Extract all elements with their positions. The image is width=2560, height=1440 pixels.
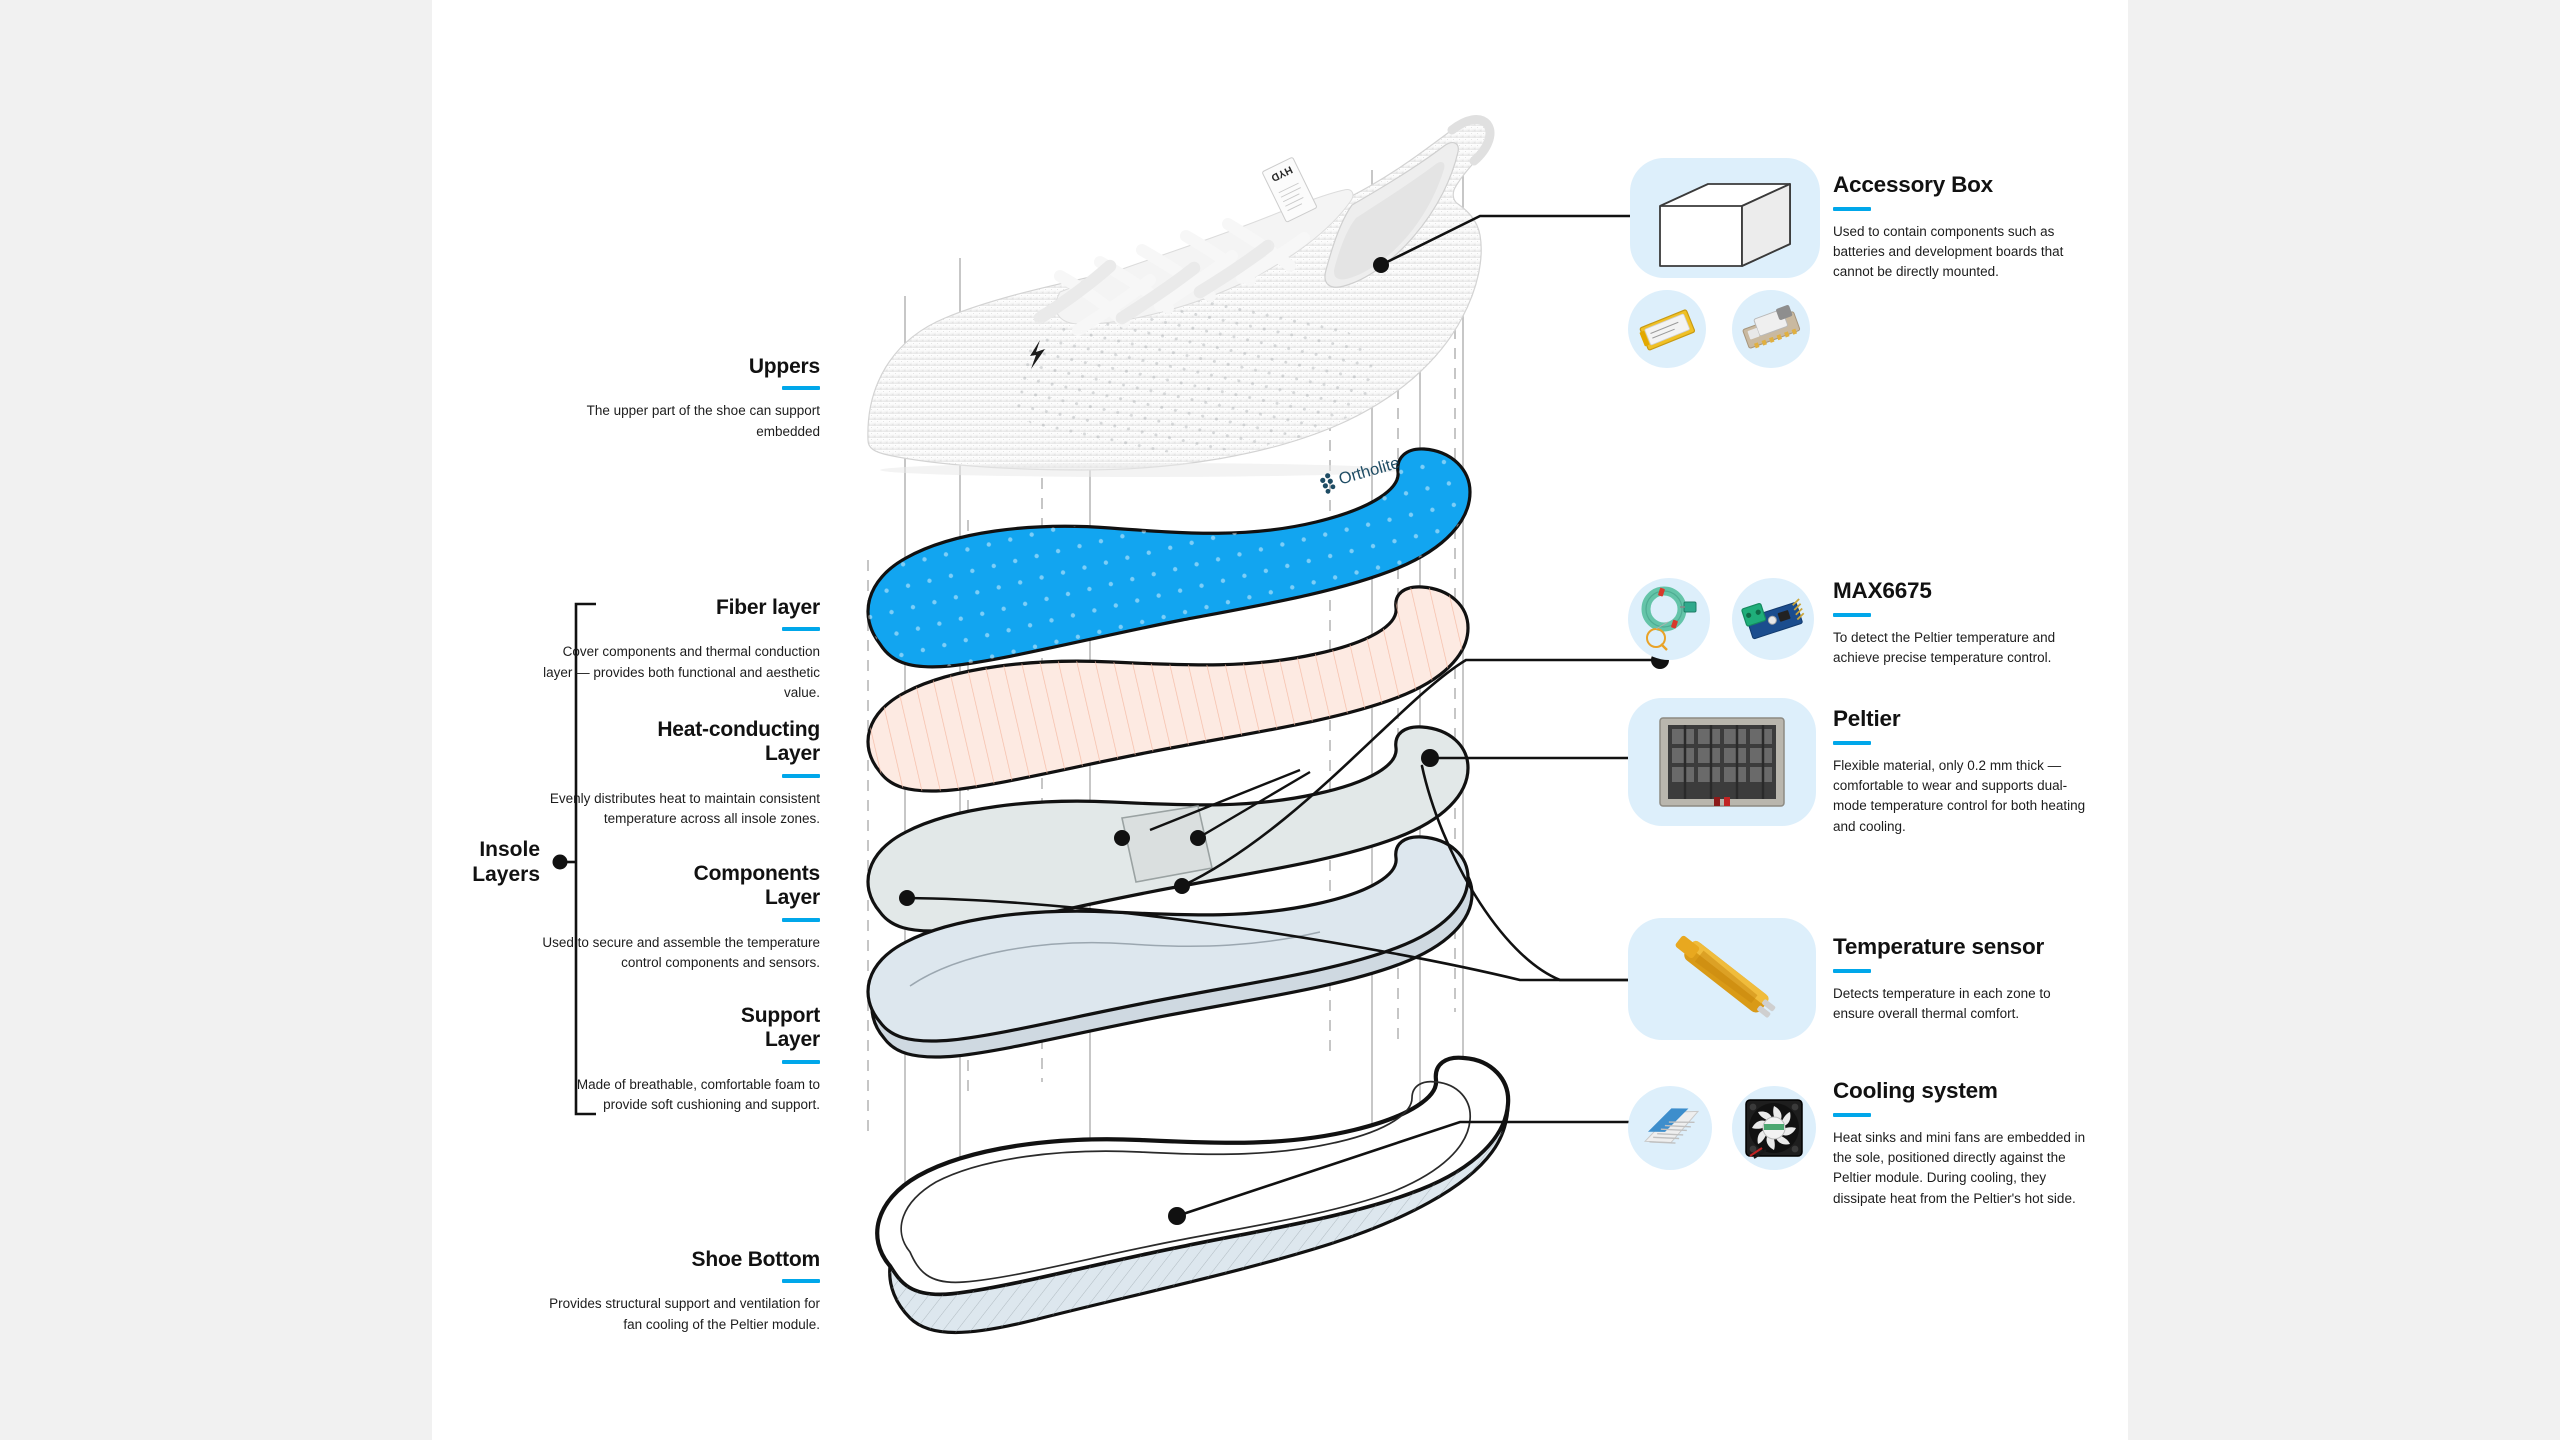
label-support-layer-rule: [782, 1059, 820, 1064]
insole-layers-group-label: Insole Layers: [472, 838, 540, 886]
panel-cooling-system-rule: [1833, 1112, 1871, 1117]
label-support-layer-desc: Made of breathable, comfortable foam to …: [576, 1076, 820, 1112]
label-components-layer-title: Components Layer: [693, 862, 821, 910]
accessory-box-thumbnail: [1630, 158, 1820, 278]
mini-fan-thumbnail: [1732, 1086, 1816, 1170]
panel-temperature-sensor-rule: [1833, 968, 1871, 973]
label-fiber-layer-desc: Cover components and thermal conduction …: [543, 644, 820, 700]
panel-temperature-sensor-title: Temperature sensor: [1833, 934, 2045, 959]
label-uppers-desc: The upper part of the shoe can support e…: [586, 403, 820, 439]
panel-accessory-box-title: Accessory Box: [1833, 172, 1993, 197]
label-heat-conducting-layer-title: Heat-conducting Layer: [657, 718, 820, 766]
panel-cooling-system-title: Cooling system: [1833, 1078, 1998, 1103]
panel-cooling-system-desc: Heat sinks and mini fans are embedded in…: [1833, 1129, 2086, 1206]
film-temperature-sensor-thumbnail: [1628, 918, 1816, 1040]
panel-cooling-system: Cooling system Heat sinks and mini fans …: [1833, 1078, 2095, 1209]
panel-max6675-desc: To detect the Peltier temperature and ac…: [1833, 629, 2056, 666]
label-fiber-layer-rule: [782, 627, 820, 632]
panel-temperature-sensor-desc: Detects temperature in each zone to ensu…: [1833, 985, 2051, 1022]
dev-board-icon: [1742, 305, 1801, 349]
label-uppers-title: Uppers: [748, 355, 820, 378]
panel-max6675-title: MAX6675: [1833, 578, 1932, 603]
heat-sink-thumbnail: [1628, 1086, 1712, 1170]
label-heat-conducting-layer-rule: [782, 773, 820, 778]
label-fiber-layer: Fiber layer Cover components and thermal…: [540, 596, 820, 703]
peltier-module-thumbnail: [1628, 698, 1816, 826]
heat-sink-icon: [1643, 1108, 1700, 1144]
lipo-battery-thumbnail: [1628, 290, 1706, 368]
label-heat-conducting-layer-desc: Evenly distributes heat to maintain cons…: [549, 790, 820, 826]
lipo-battery-icon: [1639, 309, 1696, 351]
mini-fan-icon: [1745, 1099, 1803, 1159]
peltier-module-icon: [1659, 717, 1785, 807]
max6675-module-thumbnail: [1732, 578, 1814, 660]
label-components-layer-rule: [782, 917, 820, 922]
label-heat-conducting-layer: Heat-conducting Layer Evenly distributes…: [540, 718, 820, 829]
label-shoe-bottom-title: Shoe Bottom: [691, 1248, 821, 1271]
label-components-layer: Components Layer Used to secure and asse…: [540, 862, 820, 973]
panel-max6675-rule: [1833, 612, 1871, 617]
label-shoe-bottom-rule: [782, 1279, 820, 1284]
panel-accessory-box-desc: Used to contain components such as batte…: [1833, 223, 2064, 280]
film-temperature-sensor-icon: [1675, 935, 1776, 1018]
label-shoe-bottom-desc: Provides structural support and ventilat…: [549, 1296, 820, 1332]
label-support-layer: Support Layer Made of breathable, comfor…: [540, 1004, 820, 1115]
panel-peltier-title: Peltier: [1833, 706, 1901, 731]
dev-board-thumbnail: [1732, 290, 1810, 368]
panel-temperature-sensor: Temperature sensor Detects temperature i…: [1833, 934, 2095, 1024]
thermocouple-probe-icon: [1641, 586, 1697, 651]
panel-accessory-box: Accessory Box Used to contain components…: [1833, 172, 2095, 283]
panel-peltier: Peltier Flexible material, only 0.2 mm t…: [1833, 706, 2095, 837]
panel-max6675: MAX6675 To detect the Peltier temperatur…: [1833, 578, 2095, 668]
label-support-layer-title: Support Layer: [740, 1004, 820, 1052]
label-shoe-bottom: Shoe Bottom Provides structural support …: [540, 1248, 820, 1335]
panel-peltier-desc: Flexible material, only 0.2 mm thick — c…: [1833, 757, 2086, 834]
cardboard-box-icon: [1659, 183, 1791, 267]
thermocouple-probe-thumbnail: [1628, 578, 1710, 660]
label-fiber-layer-title: Fiber layer: [715, 596, 820, 619]
label-uppers: Uppers The upper part of the shoe can su…: [560, 355, 821, 442]
label-uppers-rule: [782, 386, 820, 391]
panel-peltier-rule: [1833, 740, 1871, 745]
label-components-layer-desc: Used to secure and assemble the temperat…: [542, 934, 820, 970]
panel-accessory-box-rule: [1833, 206, 1871, 211]
max6675-module-icon: [1741, 598, 1805, 640]
